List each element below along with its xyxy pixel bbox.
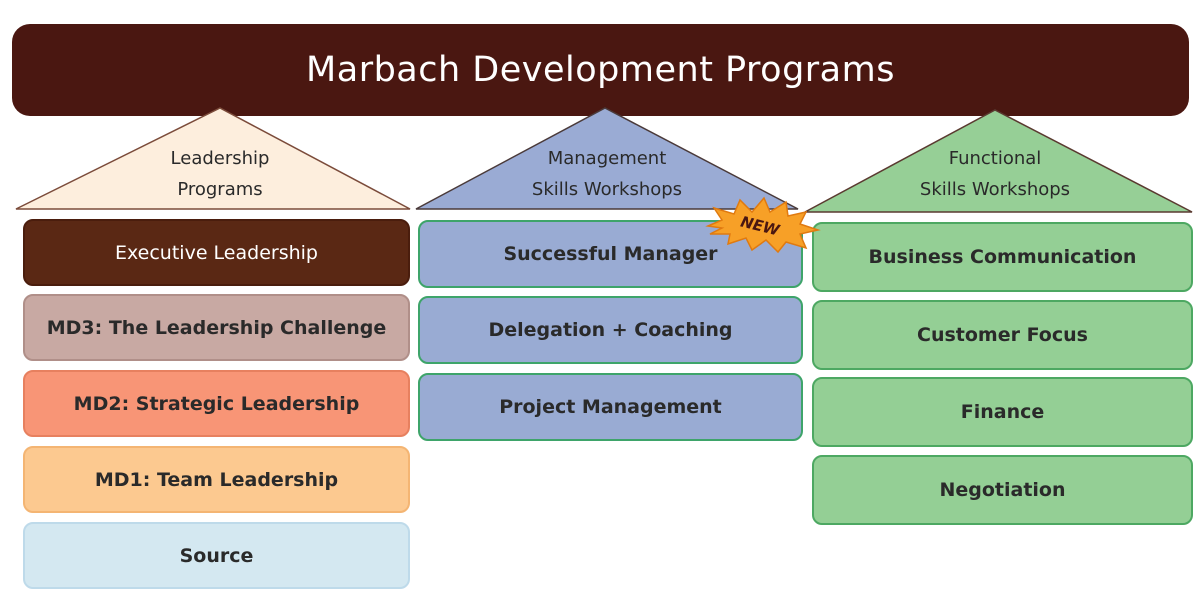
workshop-label: Delegation + Coaching <box>488 319 733 341</box>
workshop-label: Negotiation <box>939 479 1066 501</box>
title-banner: Marbach Development Programs <box>12 24 1189 116</box>
diagram-title: Marbach Development Programs <box>306 50 895 90</box>
workshop-label: Customer Focus <box>917 324 1088 346</box>
workshop-delegation-coaching: Delegation + Coaching <box>418 296 803 364</box>
heading-line: Programs <box>177 179 263 200</box>
workshop-negotiation: Negotiation <box>812 455 1193 525</box>
heading-line: Functional <box>948 148 1042 169</box>
column-heading-functional: Functional Skills Workshops <box>875 143 1115 205</box>
workshop-business-communication: Business Communication <box>812 222 1193 292</box>
program-md2: MD2: Strategic Leadership <box>23 370 410 437</box>
workshop-customer-focus: Customer Focus <box>812 300 1193 370</box>
workshop-project-management: Project Management <box>418 373 803 441</box>
heading-line: Skills Workshops <box>919 179 1071 200</box>
roof-leadership <box>15 107 411 210</box>
column-heading-leadership: Leadership Programs <box>100 143 340 205</box>
program-label: MD2: Strategic Leadership <box>73 392 360 415</box>
workshop-successful-manager: Successful Manager <box>418 220 803 288</box>
program-md3: MD3: The Leadership Challenge <box>23 294 410 361</box>
workshop-label: Finance <box>960 401 1045 423</box>
heading-line: Skills Workshops <box>531 179 683 200</box>
program-executive-leadership: Executive Leadership <box>23 219 410 286</box>
workshop-finance: Finance <box>812 377 1193 447</box>
heading-line: Management <box>547 148 667 169</box>
heading-line: Leadership <box>170 148 270 169</box>
program-label: MD1: Team Leadership <box>94 468 339 491</box>
workshop-label: Business Communication <box>868 246 1137 268</box>
roof-functional <box>804 109 1193 213</box>
program-label: Source <box>179 544 254 567</box>
workshop-label: Project Management <box>499 396 722 418</box>
program-label: Executive Leadership <box>115 241 318 264</box>
roof-management <box>415 107 799 210</box>
program-source: Source <box>23 522 410 589</box>
program-md1: MD1: Team Leadership <box>23 446 410 513</box>
workshop-label: Successful Manager <box>503 243 718 265</box>
column-heading-management: Management Skills Workshops <box>487 143 727 205</box>
program-label: MD3: The Leadership Challenge <box>46 316 387 339</box>
new-badge-burst-icon: NEW <box>705 196 821 254</box>
